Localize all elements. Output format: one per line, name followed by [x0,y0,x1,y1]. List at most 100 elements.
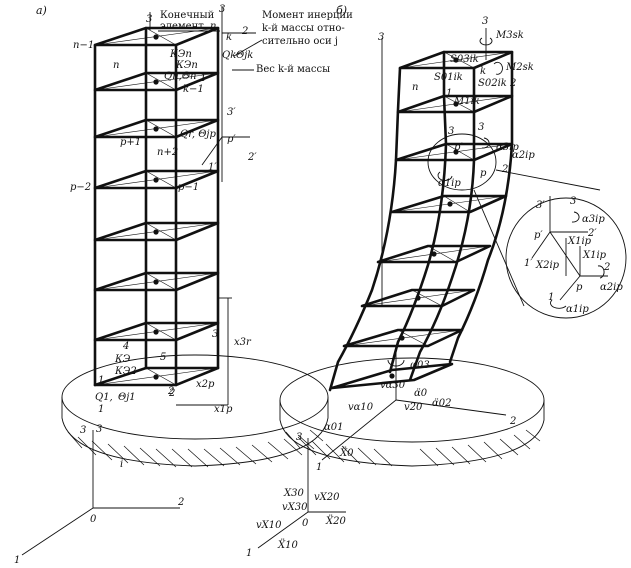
label-k-minus-1: k−1 [183,84,204,95]
b-k: k [480,66,486,77]
detail-alpha1ip: α1ip [566,304,589,315]
label-q-theta-p: Qr, Θjp [180,129,217,140]
panel-b-mid-labels: 3 3 p′ α3ip α2ip 2′ p α1ip [437,122,535,189]
b-alpha3ip: α3ip [496,142,519,153]
detail-one: 1 [548,292,554,303]
label-theta-jk: Θjk [236,50,253,61]
axis-2-prime: 2′ [247,152,257,163]
panel-b: б) 3 [246,4,601,559]
b-gax-0: 0 [302,518,309,529]
detail-three-prime: 3′ [536,200,545,211]
label-n: n [113,60,119,71]
b-m2sk: M2sk [505,62,534,73]
b-alpha1ip: α1ip [438,178,461,189]
callout-weight: Вес k-й массы [256,64,330,75]
b-phi03: φ03 [410,360,430,371]
detail-callout: 3′ 3 α3ip 2′ p′ X1ip 1′ X2ip X1ip 2 α2ip… [505,196,627,319]
b-vx30: vX30 [282,502,308,513]
panel-b-base [279,357,545,467]
label-q-theta-n: Qn,Θn [164,71,196,82]
callout-moment-1: Момент инерции [262,10,353,21]
label-k: k [226,32,232,43]
detail-alpha3ip: α3ip [582,214,605,225]
panel-b-ground-axes: 3 1 0 X30 vX30 vX10 vX20 Ẍ20 Ẍ10 [246,432,346,559]
b-v-alpha30: vα30 [380,380,406,391]
plate-diagonals [94,27,219,386]
b-p-prime: p′ [454,142,463,153]
label-n-plus-2: n+2 [157,147,178,158]
axis-1-prime: 1′ [208,162,217,173]
axis-3-prime: 3′ [227,107,236,118]
panel-a-frame [93,26,220,387]
b-p: p [480,168,487,179]
b-alpha01: α01 [324,422,343,433]
label-ke-n2: КЭn [175,60,198,71]
panel-a-base: 3 i 1 2 [61,354,329,470]
ground-axis-1: 1 [14,555,20,566]
b-s03ik: S03ik [450,54,479,65]
axis-1-mid: 1 [200,73,206,84]
label-four: 4 [122,341,129,352]
base-axis-3: 3 [96,424,102,435]
panel-b-frame [328,50,514,392]
panel-a-top-axes: 3 2 3 1 3′ 2′ 1′ [146,4,257,182]
panel-a-labels: n−1 k n КЭn КЭn Qn,Θn Qk Θjk k−1 p+1 n+2… [70,32,253,415]
b-gax-3: 3 [296,432,302,443]
b-one: 1 [446,88,452,99]
b-two-p: 2′ [501,164,511,175]
base-axis-2: 2 [167,386,174,397]
panel-a-tag: а) [36,4,47,17]
b-three-p: 3 [478,122,484,133]
detail-three: 3 [570,196,576,207]
ground-axis-2: 2 [177,497,184,508]
callout-moment-3: сительно оси j [262,36,338,47]
ground-axis-3: 3 [80,425,86,436]
label-x3r: x3r [234,337,252,348]
label-ke-n: КЭn [169,49,192,60]
label-p-plus-1: p+1 [120,137,141,148]
detail-one-prime: 1′ [524,258,533,269]
label-p-minus-1: p−1 [178,182,199,193]
detail-xi1p: X1ip [582,250,607,261]
ground-axis-0: 0 [90,514,97,525]
label-ke-2: КЭ2 [114,366,137,377]
detail-two-prime: 2′ [587,228,597,239]
callout-final-element-n: n [210,21,216,32]
label-ke-1: КЭ [114,354,131,365]
detail-alpha2ip: α2ip [600,282,623,293]
callout-moment-2: k-й массы отно- [262,23,345,34]
b-vx10: vX10 [256,520,282,531]
panel-b-base-labels: φ03 vα30 vα10 v20 α̈0 α̈02 α01 2 1 Ẍ0 [316,350,516,473]
label-q-k: Qk [222,50,236,61]
panel-b-tag: б) [336,4,347,17]
detail-x1ip: X1ip [567,236,592,247]
b-s01ik: S01ik [434,72,463,83]
b-m1ik: M1ik [453,96,480,107]
panel-a-callouts: Конечный элемент n Момент инерции k-й ма… [158,10,353,75]
detail-p: p [576,282,583,293]
label-x2p: x2p [196,379,215,390]
label-five: 5 [160,352,166,363]
b-gax-1: 1 [246,548,252,559]
callout-final-element-2: элемент [160,21,204,32]
panel-a: а) 3 2 1 0 3 [14,4,353,566]
detail-x2ip: X2ip [535,260,560,271]
label-two-small: 2 [168,388,175,399]
panel-b-top-labels: 3 M3sk S03ik M2sk S01ik k S02ik 2 n 1 M1… [412,16,534,107]
b-alpha-dd-02: α̈02 [432,398,451,409]
b-x30: X30 [283,488,304,499]
label-theta-j1: Θj1 [118,392,136,403]
mass-nodes [153,34,159,380]
b-top-3: 3 [482,16,488,27]
b-axis-3: 3 [378,32,384,43]
label-q1: Q1, [95,392,113,403]
label-p-prime: p′ [227,134,236,145]
b-v-alpha20: v20 [404,402,423,413]
label-p-minus-2: p−2 [70,182,91,193]
label-n-minus-1: n−1 [73,40,94,51]
base-axis-1: 1 [98,404,104,415]
b-v-alpha10: vα10 [348,402,374,413]
label-three-left: 3 [146,14,152,25]
axis-3-top: 3 [219,4,225,15]
